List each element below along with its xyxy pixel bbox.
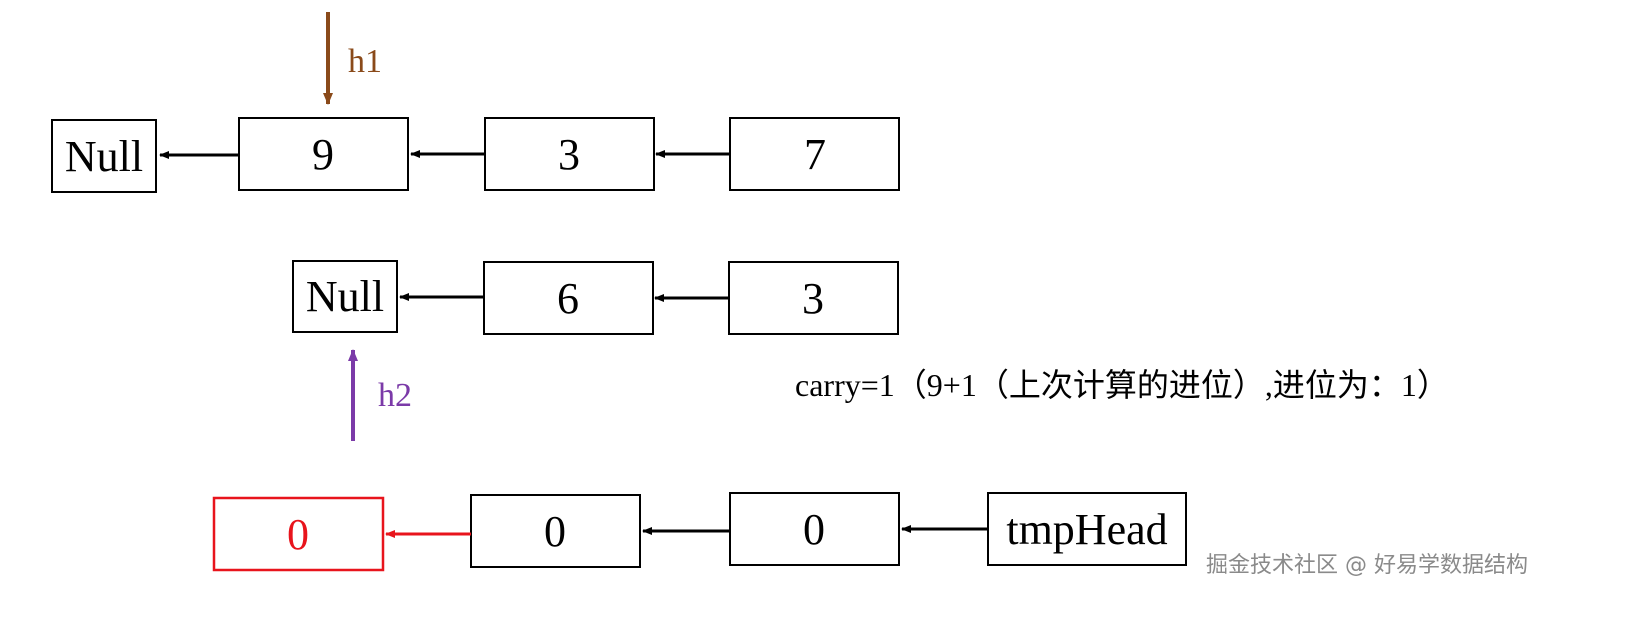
h2-label: h2 [378,377,412,414]
list2-node-null: Null [292,260,398,333]
result-node-0-label: 0 [287,510,309,559]
h1-label: h1 [348,43,382,80]
h1-pointer: h1 [323,12,382,105]
result-node-2-label: 0 [803,505,825,554]
list1: Null 9 3 7 [51,117,900,193]
result-node-tmphead-label: tmpHead [1006,505,1167,554]
list1-node-3: 3 [484,117,655,191]
result-list: 0 0 0 tmpHead [212,492,1187,572]
h2-pointer: h2 [348,349,412,441]
result-node-2: 0 [729,492,900,566]
list1-node-null-label: Null [65,132,143,181]
list2-node-3: 3 [728,261,899,335]
result-node-1: 0 [470,494,641,568]
list1-node-null: Null [51,119,157,193]
result-node-1-label: 0 [544,507,566,556]
list2-node-3-label: 3 [802,274,824,323]
list2-node-6-label: 6 [557,274,579,323]
list2-node-null-label: Null [306,272,384,321]
list1-node-9-label: 9 [312,130,334,179]
list2: Null 6 3 [292,260,899,335]
result-node-0-highlighted: 0 [212,496,385,572]
list1-node-7-label: 7 [804,130,826,179]
list1-node-3-label: 3 [558,130,580,179]
carry-note: carry=1（9+1（上次计算的进位）,进位为：1） [795,367,1449,403]
list1-node-9: 9 [238,117,409,191]
result-node-tmphead: tmpHead [987,492,1187,566]
list2-node-6: 6 [483,261,654,335]
watermark: 掘金技术社区 @ 好易学数据结构 [1206,553,1528,578]
list1-node-7: 7 [729,117,900,191]
